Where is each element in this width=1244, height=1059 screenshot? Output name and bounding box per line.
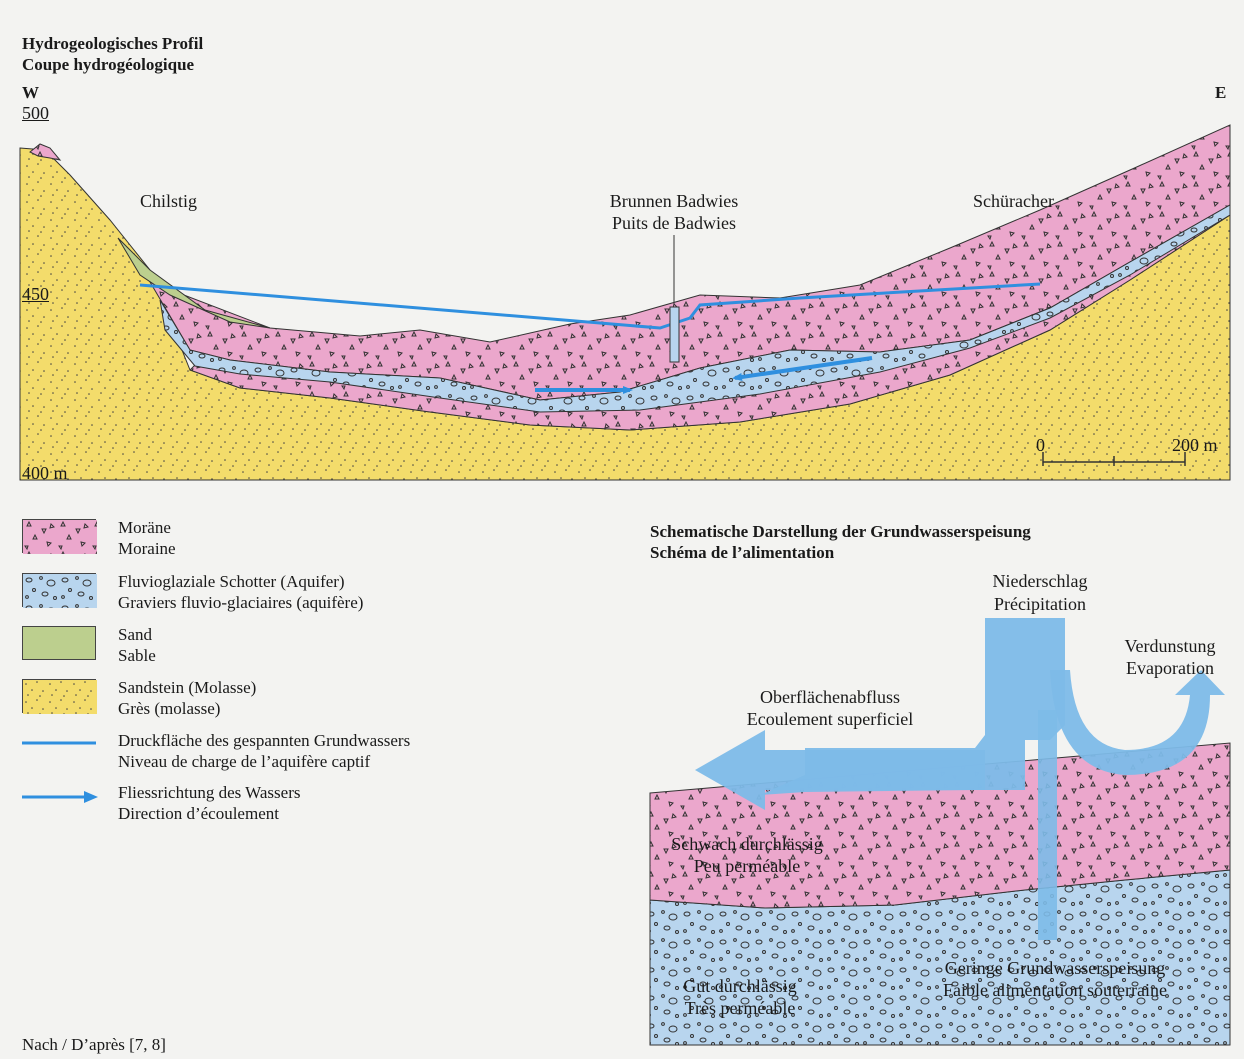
legend-gravel-text: Fluvioglaziale Schotter (Aquifer)Gravier… bbox=[118, 571, 363, 613]
place-schuracher: Schüracher bbox=[973, 190, 1054, 212]
runoff-label-fr: Ecoulement superficiel bbox=[715, 708, 945, 730]
profile-cross-section bbox=[0, 0, 1244, 490]
schema-title-fr: Schéma de l’alimentation bbox=[650, 542, 834, 563]
source-note: Nach / D’après [7, 8] bbox=[22, 1034, 166, 1055]
well-label-de: Brunnen Badwies bbox=[584, 190, 764, 212]
precipitation-label-fr: Précipitation bbox=[950, 593, 1130, 615]
legend-swatch-gravel bbox=[22, 573, 96, 607]
legend-sandstone-text: Sandstein (Molasse)Grès (molasse) bbox=[118, 677, 256, 719]
recharge-label-fr: Faible alimentation souterraine bbox=[910, 979, 1200, 1001]
runoff-label-de: Oberflächenabfluss bbox=[715, 686, 945, 708]
elevation-450-label: 450 bbox=[22, 283, 49, 305]
weak-permeability-label-de: Schwach durchlässig bbox=[657, 833, 837, 855]
precipitation-label-de: Niederschlag bbox=[950, 570, 1130, 592]
evaporation-label-de: Verdunstung bbox=[1100, 635, 1240, 657]
legend-arrow-icon bbox=[22, 782, 102, 822]
well-symbol bbox=[670, 307, 679, 362]
schema-title-de: Schematische Darstellung der Grundwasser… bbox=[650, 521, 1031, 542]
scale-zero-label: 0 bbox=[1036, 434, 1045, 456]
legend-swatch-sand bbox=[22, 626, 96, 660]
good-permeability-label-de: Gut durchlässig bbox=[660, 975, 820, 997]
well-label-fr: Puits de Badwies bbox=[584, 212, 764, 234]
recharge-label-de: Geringe Grundwasserspeisung bbox=[910, 957, 1200, 979]
weak-permeability-label-fr: Peu perméable bbox=[657, 855, 837, 877]
infiltration-flow bbox=[1038, 710, 1057, 940]
elevation-400-label: 400 m bbox=[22, 462, 68, 484]
legend-swatch-moraine bbox=[22, 519, 96, 553]
place-chilstig: Chilstig bbox=[140, 190, 197, 212]
good-permeability-label-fr: Très perméable bbox=[660, 997, 820, 1019]
evaporation-label-fr: Evaporation bbox=[1100, 657, 1240, 679]
scale-200-label: 200 m bbox=[1172, 434, 1218, 456]
legend-line-icon bbox=[22, 730, 102, 770]
legend-swatch-sandstone bbox=[22, 679, 96, 713]
